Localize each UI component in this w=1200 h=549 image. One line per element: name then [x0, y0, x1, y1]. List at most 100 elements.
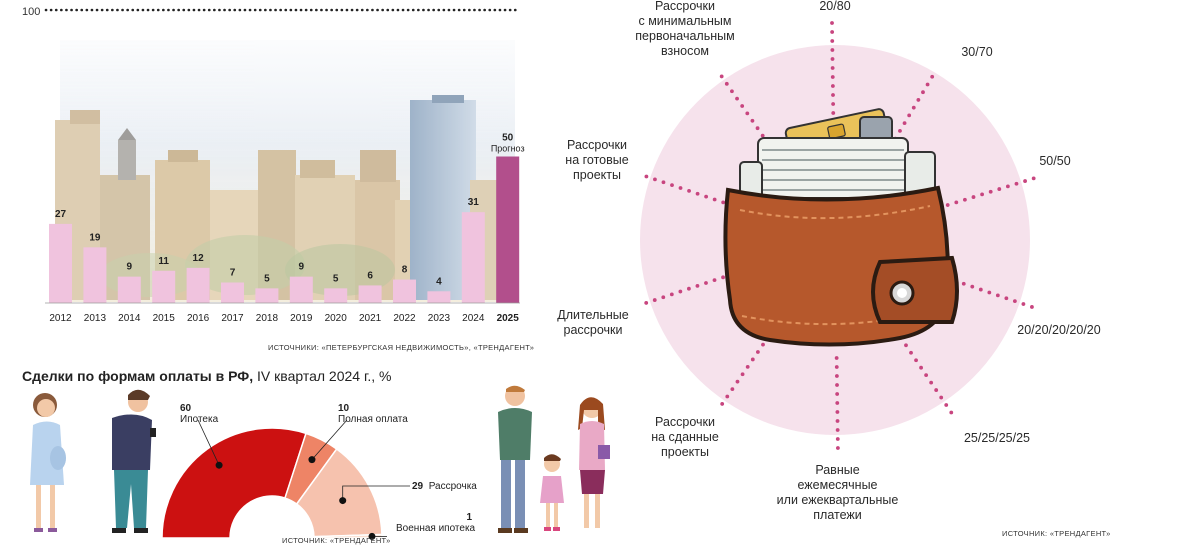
ray-dot — [670, 183, 674, 188]
label-30-70-text: 30/70 — [961, 45, 993, 59]
ray-dot — [687, 188, 691, 193]
bar-value-2015: 11 — [158, 256, 169, 267]
x-tick-2013: 2013 — [84, 313, 107, 324]
ray-dot — [761, 342, 765, 347]
bar-value-2019: 9 — [299, 262, 305, 273]
ray-dot — [830, 84, 835, 88]
value-military-mortgage: 1 — [466, 512, 472, 523]
x-tick-2020: 2020 — [325, 313, 348, 324]
pie-chart-source: ИСТОЧНИК: «ТРЕНДАГЕНТ» — [282, 536, 391, 545]
label-20-80: 20/80 — [810, 0, 860, 14]
ray-dot — [971, 195, 976, 199]
ray-dot — [835, 383, 839, 387]
ray-dot — [653, 177, 657, 182]
ray-dot — [704, 281, 708, 285]
ray-dot — [934, 388, 939, 392]
slice-0 — [161, 427, 307, 539]
bar-2014 — [117, 276, 141, 303]
bar-2012 — [49, 223, 72, 303]
ray-dot — [1023, 179, 1027, 183]
bar-value-2025: 50 — [502, 133, 514, 144]
x-tick-2019: 2019 — [290, 313, 313, 324]
ray-dot — [919, 365, 923, 370]
ray-dot — [830, 57, 835, 61]
leader-dot-3 — [368, 532, 376, 540]
ray-dot — [678, 289, 683, 294]
ray-dot — [963, 197, 967, 202]
leader-line-0 — [197, 419, 220, 466]
ray-dot — [740, 104, 745, 108]
ray-dot — [911, 105, 916, 110]
x-tick-2012: 2012 — [49, 313, 72, 324]
pie-chart-title: Сделки по формам оплаты в РФ, IV квартал… — [22, 368, 391, 384]
ray-dot — [735, 379, 740, 384]
label-50-50-text: 50/50 — [1039, 154, 1071, 168]
leader-line-2 — [342, 485, 410, 501]
x-tick-2015: 2015 — [153, 313, 176, 324]
ray-dot — [830, 39, 835, 43]
ray-dot — [730, 387, 735, 392]
ray-dot — [745, 364, 750, 369]
ray-dot — [712, 278, 717, 283]
bar-value-2013: 19 — [89, 232, 101, 243]
bar-value-2012: 27 — [55, 209, 67, 220]
ray-dot — [954, 200, 959, 205]
ray-dot — [704, 194, 709, 199]
bar-chart-source: ИСТОЧНИКИ: «ПЕТЕРБУРГСКАЯ НЕДВИЖИМОСТЬ»,… — [268, 343, 535, 352]
ray-dot — [830, 75, 835, 79]
ray-dot — [724, 81, 729, 86]
x-tick-2022: 2022 — [393, 313, 416, 324]
value-installment: 29 — [412, 481, 424, 492]
ray-dot — [831, 111, 836, 115]
bar-2016 — [186, 267, 210, 303]
ray-dot — [831, 102, 836, 106]
bar-value-2022: 8 — [402, 265, 408, 276]
x-tick-2025: 2025 — [497, 313, 520, 324]
ray-dot — [661, 295, 666, 300]
y-axis-top-label: 100 — [22, 6, 40, 18]
bar-2019 — [289, 276, 313, 303]
ray-dot — [921, 90, 925, 95]
ray-dot — [760, 133, 765, 138]
leader-dot-1 — [308, 456, 316, 464]
ray-dot — [914, 358, 918, 363]
ray-dot — [712, 197, 717, 202]
pie-title-bold: Сделки по формам оплаты в РФ, — [22, 368, 254, 384]
ray-dot — [695, 283, 700, 288]
ray-dot — [1021, 302, 1026, 306]
ray-dot — [721, 200, 726, 205]
ray-dot — [909, 350, 913, 355]
leader-dot-2 — [339, 497, 347, 505]
x-tick-2016: 2016 — [187, 313, 210, 324]
pie-title-rest: IV квартал 2024 г., % — [253, 368, 392, 384]
x-tick-2014: 2014 — [118, 313, 141, 324]
bar-value-2021: 6 — [367, 270, 373, 281]
ray-dot — [735, 96, 739, 101]
ray-dot — [835, 410, 840, 414]
ray-dot — [687, 286, 691, 291]
ray-dot — [834, 356, 839, 360]
label-50-50: 50/50 — [1030, 154, 1080, 169]
bar-2023 — [427, 291, 451, 303]
ray-dot — [835, 392, 840, 396]
x-tick-2021: 2021 — [359, 313, 382, 324]
ray-dot — [836, 446, 840, 450]
ray-dot — [939, 395, 944, 400]
bars: 2720121920139201411201512201672017520189… — [49, 133, 525, 324]
bar-value-2024: 31 — [468, 197, 480, 208]
leader-dot-0 — [215, 461, 223, 469]
ray-dot — [835, 437, 840, 441]
ray-dot — [835, 428, 840, 432]
ray-dot — [916, 98, 921, 102]
ray-dot — [834, 374, 839, 378]
